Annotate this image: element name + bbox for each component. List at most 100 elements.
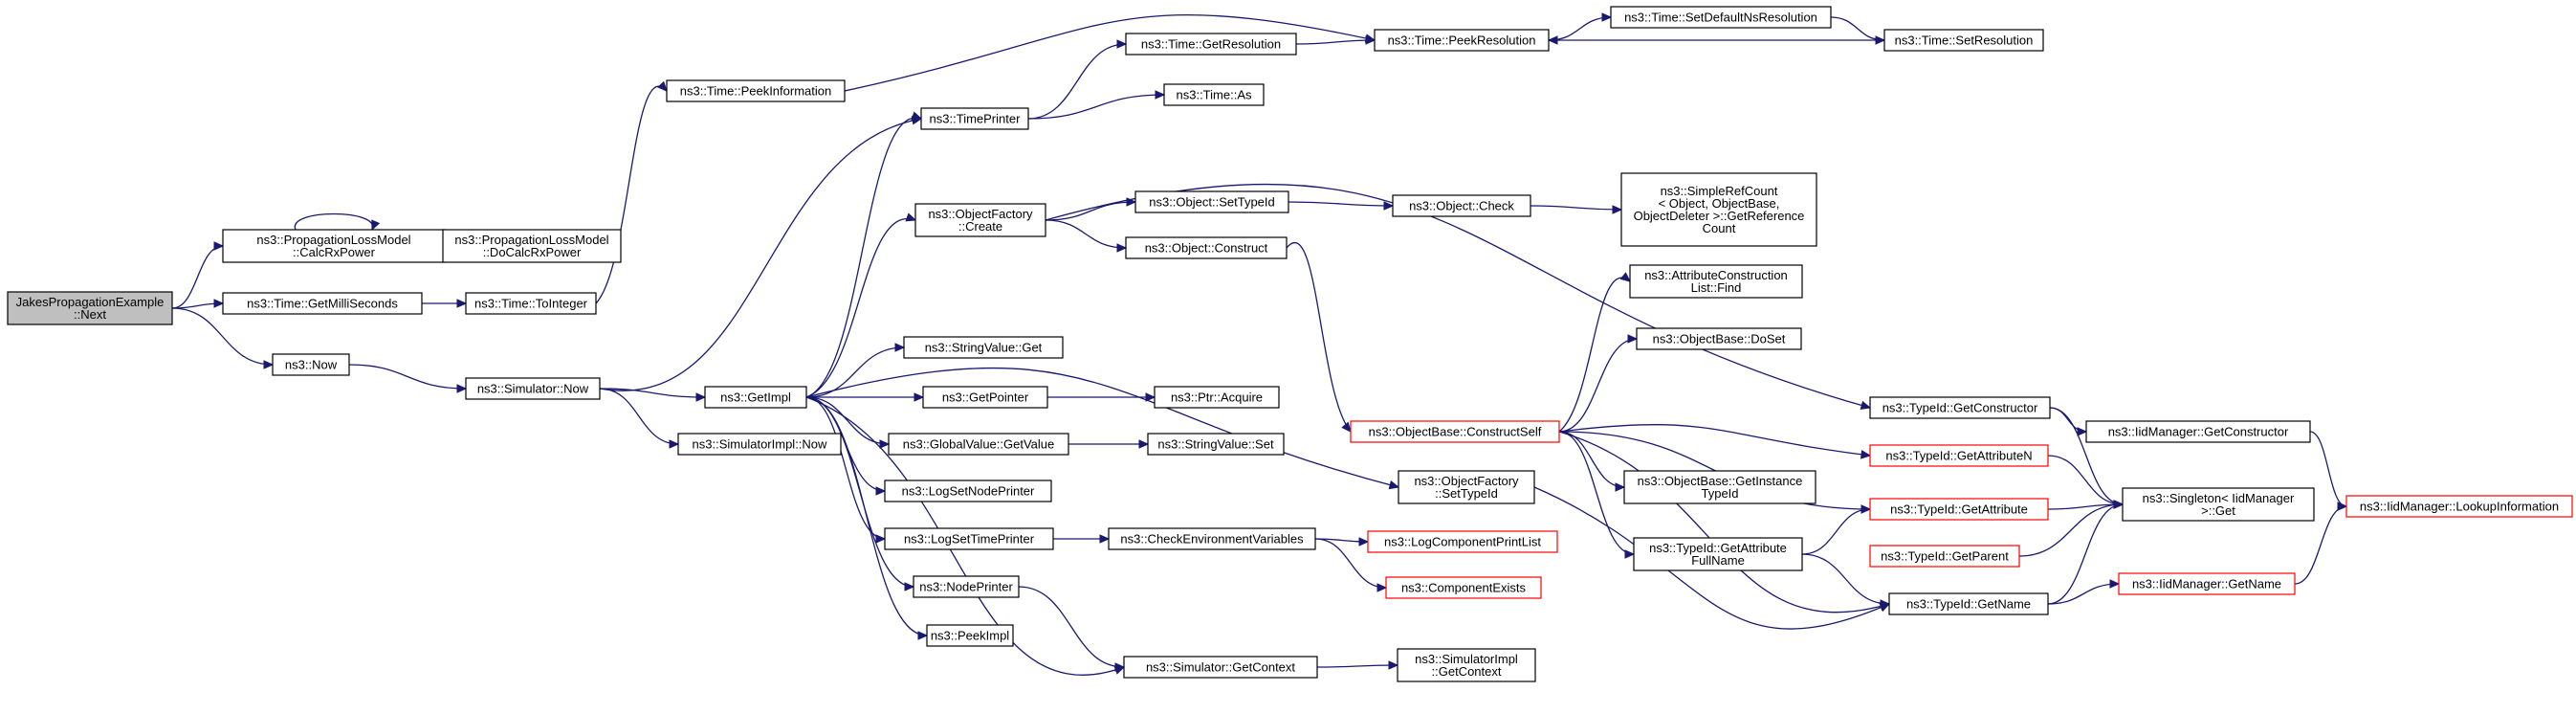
node-box <box>913 575 1020 598</box>
node-sim-impl-ctx[interactable]: ns3::SimulatorImpl::GetContext <box>1397 648 1536 682</box>
node-box <box>677 433 842 456</box>
node-ptr-acquire[interactable]: ns3::Ptr::Acquire <box>1154 386 1280 409</box>
node-label: ns3::Object::Check <box>1409 199 1514 213</box>
node-box <box>666 79 846 102</box>
node-box <box>1367 530 1558 553</box>
edge-get-impl-to-of-create <box>805 212 917 398</box>
node-label: ns3::CheckEnvironmentVariables <box>1120 532 1304 547</box>
node-obj-set-type-id[interactable]: ns3::Object::SetTypeId <box>1134 190 1289 213</box>
node-simple-ref[interactable]: ns3::SimpleRefCount< Object, ObjectBase,… <box>1620 172 1817 247</box>
node-sim-now[interactable]: ns3::Simulator::Now <box>465 377 601 400</box>
node-obj-check[interactable]: ns3::Object::Check <box>1392 194 1531 217</box>
node-box <box>2118 572 2296 595</box>
node-label: ns3::PeekImpl <box>931 629 1009 643</box>
node-get-milli[interactable]: ns3::Time::GetMilliSeconds <box>222 292 423 315</box>
node-label: ns3::SimulatorImpl <box>1415 652 1518 666</box>
node-peek-info[interactable]: ns3::Time::PeekInformation <box>666 79 846 102</box>
node-sim-get-ctx[interactable]: ns3::Simulator::GetContext <box>1123 656 1318 679</box>
edge-iid-get-name-to-lookup-info <box>2294 502 2348 585</box>
node-peek-impl[interactable]: ns3::PeekImpl <box>926 624 1014 647</box>
node-label: < Object, ObjectBase, <box>1659 196 1780 211</box>
node-get-res[interactable]: ns3::Time::GetResolution <box>1125 33 1297 56</box>
node-label: ns3::PropagationLossModel <box>256 233 410 247</box>
node-node-printer[interactable]: ns3::NodePrinter <box>913 575 1020 598</box>
node-log-comp-list[interactable]: ns3::LogComponentPrintList <box>1367 530 1558 553</box>
edge-obj-set-type-id-to-obj-check <box>1288 201 1395 211</box>
node-now[interactable]: ns3::Now <box>272 353 350 376</box>
node-gv-get-value[interactable]: ns3::GlobalValue::GetValue <box>888 433 1069 456</box>
node-log-node[interactable]: ns3::LogSetNodePrinter <box>884 480 1052 502</box>
edge-get-impl-to-string-get <box>805 343 906 398</box>
edge-get-impl-to-peek-impl <box>805 396 929 640</box>
node-get-name[interactable]: ns3::TypeId::GetName <box>1888 592 2049 615</box>
node-lookup-info[interactable]: ns3::IidManager::LookupInformation <box>2345 495 2573 518</box>
edge-now-to-sim-now <box>348 364 468 393</box>
node-label: ns3::Time::GetMilliSeconds <box>247 297 398 311</box>
node-box <box>903 336 1064 359</box>
node-box <box>1888 592 2049 615</box>
edge-construct-self-to-get-attr-full <box>1558 431 1636 559</box>
node-of-create[interactable]: ns3::ObjectFactory::Create <box>914 203 1046 237</box>
node-get-parent[interactable]: ns3::TypeId::GetParent <box>1869 545 2020 568</box>
node-do-calc-rx[interactable]: ns3::PropagationLossModel::DoCalcRxPower <box>442 229 622 263</box>
edge-root-to-get-milli <box>171 299 225 309</box>
node-get-attr-n[interactable]: ns3::TypeId::GetAttributeN <box>1869 444 2049 467</box>
node-construct-self[interactable]: ns3::ObjectBase::ConstructSelf <box>1350 420 1560 443</box>
node-root[interactable]: JakesPropagationExample::Next <box>7 291 173 325</box>
node-box <box>1154 386 1280 409</box>
node-get-impl[interactable]: ns3::GetImpl <box>704 386 807 409</box>
edge-get-res-to-peek-res <box>1295 35 1376 45</box>
node-get-pointer[interactable]: ns3::GetPointer <box>922 386 1048 409</box>
node-calc-rx[interactable]: ns3::PropagationLossModel::CalcRxPower <box>222 229 446 263</box>
node-string-set[interactable]: ns3::StringValue::Set <box>1147 433 1285 456</box>
node-iid-get-ctor[interactable]: ns3::IidManager::GetConstructor <box>2085 420 2311 443</box>
node-box <box>1629 264 1803 299</box>
node-label: ns3::StringValue::Set <box>1157 437 1274 452</box>
node-label: ns3::Ptr::Acquire <box>1171 390 1263 405</box>
node-box <box>1392 194 1531 217</box>
node-set-res[interactable]: ns3::Time::SetResolution <box>1883 29 2044 52</box>
edge-log-time-to-check-env <box>1052 534 1111 544</box>
node-label: ns3::ObjectBase::DoSet <box>1653 332 1786 346</box>
node-label: FullName <box>1691 553 1745 568</box>
node-peek-res[interactable]: ns3::Time::PeekResolution <box>1374 29 1550 52</box>
node-log-time[interactable]: ns3::LogSetTimePrinter <box>884 527 1054 550</box>
node-box <box>1869 498 2049 521</box>
node-get-ctor[interactable]: ns3::TypeId::GetConstructor <box>1869 396 2051 419</box>
node-label: ns3::Time::PeekInformation <box>680 84 831 99</box>
node-box <box>884 527 1054 550</box>
node-of-set-type-id[interactable]: ns3::ObjectFactory::SetTypeId <box>1398 470 1535 504</box>
node-box <box>1636 327 1802 350</box>
edge-get-pointer-to-ptr-acquire <box>1047 392 1156 402</box>
edge-get-milli-to-to-integer <box>422 299 468 308</box>
node-label: ns3::SimulatorImpl::Now <box>693 437 827 452</box>
node-label: JakesPropagationExample <box>16 295 165 309</box>
node-label: ::Next <box>74 307 106 322</box>
node-time-as[interactable]: ns3::Time::As <box>1163 83 1265 106</box>
node-set-default-ns[interactable]: ns3::Time::SetDefaultNsResolution <box>1610 6 1832 29</box>
node-check-env[interactable]: ns3::CheckEnvironmentVariables <box>1108 527 1316 550</box>
node-obj-construct[interactable]: ns3::Object::Construct <box>1125 236 1288 259</box>
node-sim-impl-now[interactable]: ns3::SimulatorImpl::Now <box>677 433 842 456</box>
node-label: ns3::LogSetNodePrinter <box>902 484 1035 499</box>
node-box <box>1385 576 1542 599</box>
edge-check-env-to-log-comp-list <box>1314 537 1370 547</box>
node-label: ns3::Singleton< IidManager <box>2143 491 2295 505</box>
node-box <box>1163 83 1265 106</box>
node-comp-exists[interactable]: ns3::ComponentExists <box>1385 576 1542 599</box>
node-label: ns3::ComponentExists <box>1401 581 1527 595</box>
node-box <box>7 291 173 325</box>
node-label: ns3::ObjectFactory <box>1414 474 1519 488</box>
node-label: ns3::PropagationLossModel <box>454 233 608 247</box>
node-do-set[interactable]: ns3::ObjectBase::DoSet <box>1636 327 1802 350</box>
node-iid-get-name[interactable]: ns3::IidManager::GetName <box>2118 572 2296 595</box>
node-singleton-get[interactable]: ns3::Singleton< IidManager>::Get <box>2122 487 2315 522</box>
node-time-printer[interactable]: ns3::TimePrinter <box>920 107 1029 130</box>
node-box <box>1869 444 2049 467</box>
node-get-attr[interactable]: ns3::TypeId::GetAttribute <box>1869 498 2049 521</box>
node-to-integer[interactable]: ns3::Time::ToInteger <box>465 292 597 315</box>
node-string-get[interactable]: ns3::StringValue::Get <box>903 336 1064 359</box>
